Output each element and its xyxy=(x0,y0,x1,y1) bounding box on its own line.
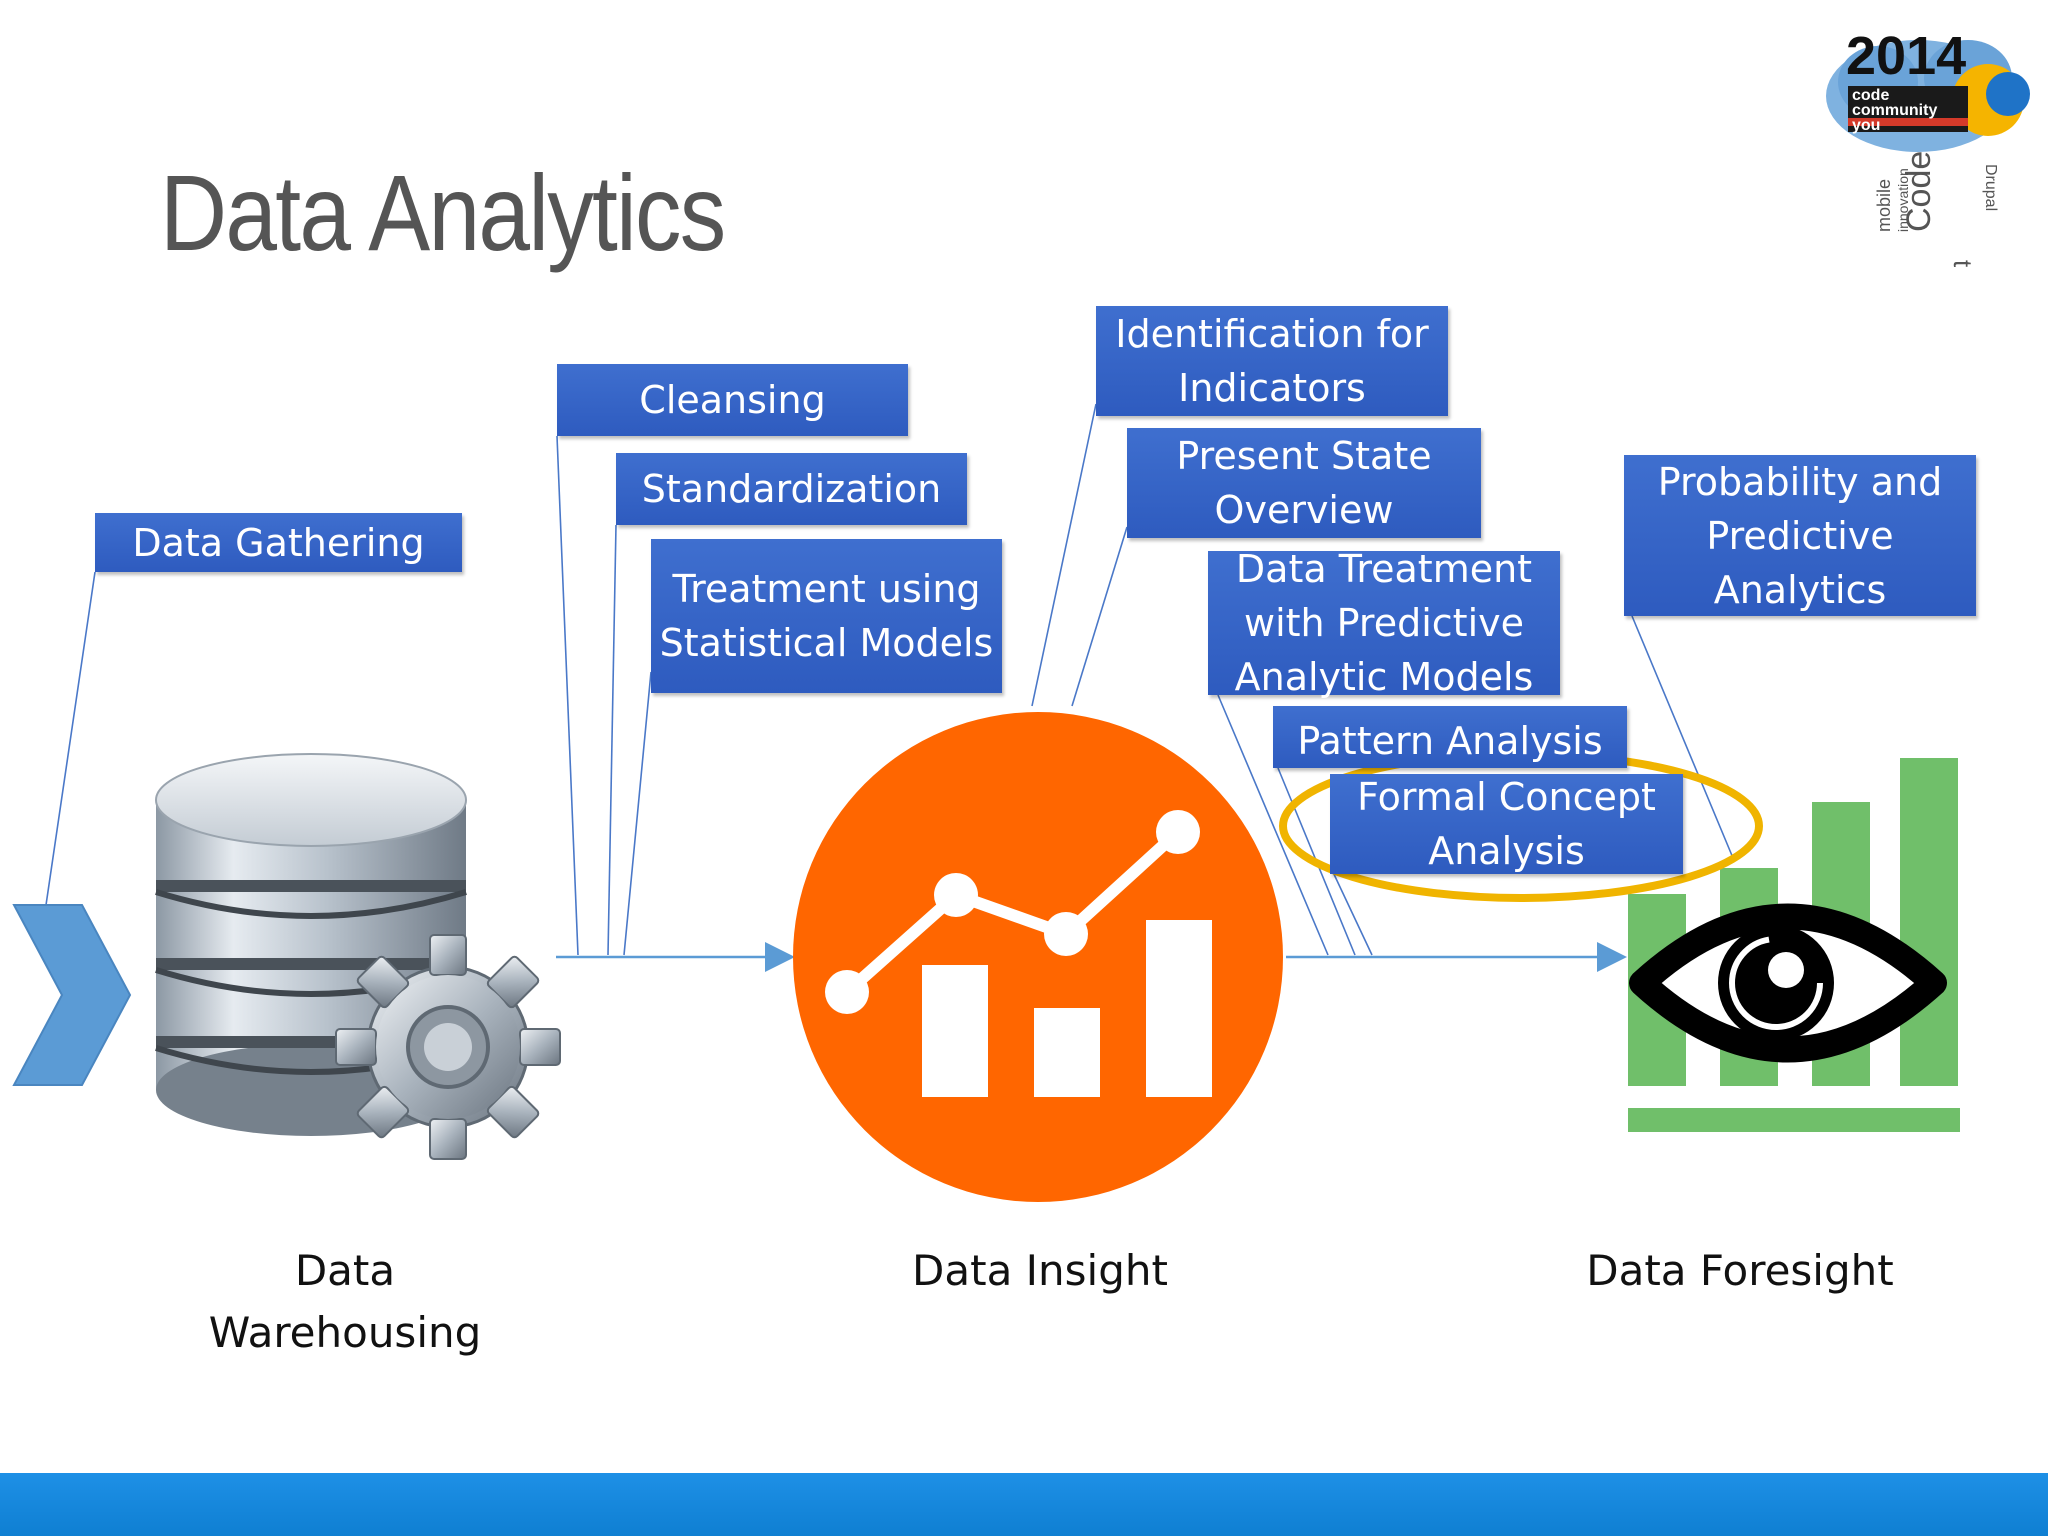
box-cleansing: Cleansing xyxy=(557,364,908,436)
database-gear-icon xyxy=(155,753,561,1160)
svg-text:technology: technology xyxy=(1948,260,1978,268)
connector-identification xyxy=(1031,403,1097,707)
stage-label-insight: Data Insight xyxy=(912,1246,1168,1295)
logo-year: 2014 xyxy=(1846,26,1966,86)
box-data-treatment-predictive: Data Treatment with Predictive Analytic … xyxy=(1208,547,1560,699)
connector-standardization xyxy=(607,524,617,956)
svg-text:innovation: innovation xyxy=(1895,168,1911,232)
box-pattern-analysis: Pattern Analysis xyxy=(1273,706,1627,768)
box-treatment-statistical: Treatment using Statistical Models xyxy=(651,539,1002,693)
connector-present-state xyxy=(1071,526,1128,707)
conference-logo: 2014 code community you mobile Code tech… xyxy=(1818,18,2038,268)
box-identification-indicators: Identification for Indicators xyxy=(1096,306,1448,416)
connector-probability xyxy=(1631,615,1734,859)
svg-text:community: community xyxy=(1852,102,1937,119)
connector-lines xyxy=(45,403,1734,956)
stage-label-warehousing: Data Warehousing xyxy=(208,1246,482,1357)
svg-text:you: you xyxy=(1852,117,1880,134)
footer-bar xyxy=(0,1473,2048,1536)
analytics-chart-circle-icon xyxy=(793,712,1283,1202)
slide-title: Data Analytics xyxy=(160,152,726,273)
box-data-gathering: Data Gathering xyxy=(95,513,462,572)
connector-data-gathering xyxy=(45,571,96,906)
box-probability-predictive: Probability and Predictive Analytics xyxy=(1624,455,1976,616)
svg-text:mobile: mobile xyxy=(1874,179,1894,232)
chevron-right-icon xyxy=(12,904,132,1086)
stage-label-foresight: Data Foresight xyxy=(1586,1246,1894,1295)
connector-cleansing xyxy=(556,435,579,956)
svg-text:code: code xyxy=(1852,87,1889,104)
svg-text:Drupal: Drupal xyxy=(1982,164,1999,211)
connector-formal xyxy=(1331,869,1373,956)
box-present-state: Present State Overview xyxy=(1127,428,1481,538)
svg-text:Code: Code xyxy=(1900,151,1938,232)
box-standardization: Standardization xyxy=(616,453,967,525)
connector-treatment xyxy=(623,671,652,956)
eye-bar-chart-icon xyxy=(1628,758,1960,1132)
connector-data-treatment xyxy=(1217,694,1329,956)
box-formal-concept-analysis: Formal Concept Analysis xyxy=(1330,774,1683,874)
